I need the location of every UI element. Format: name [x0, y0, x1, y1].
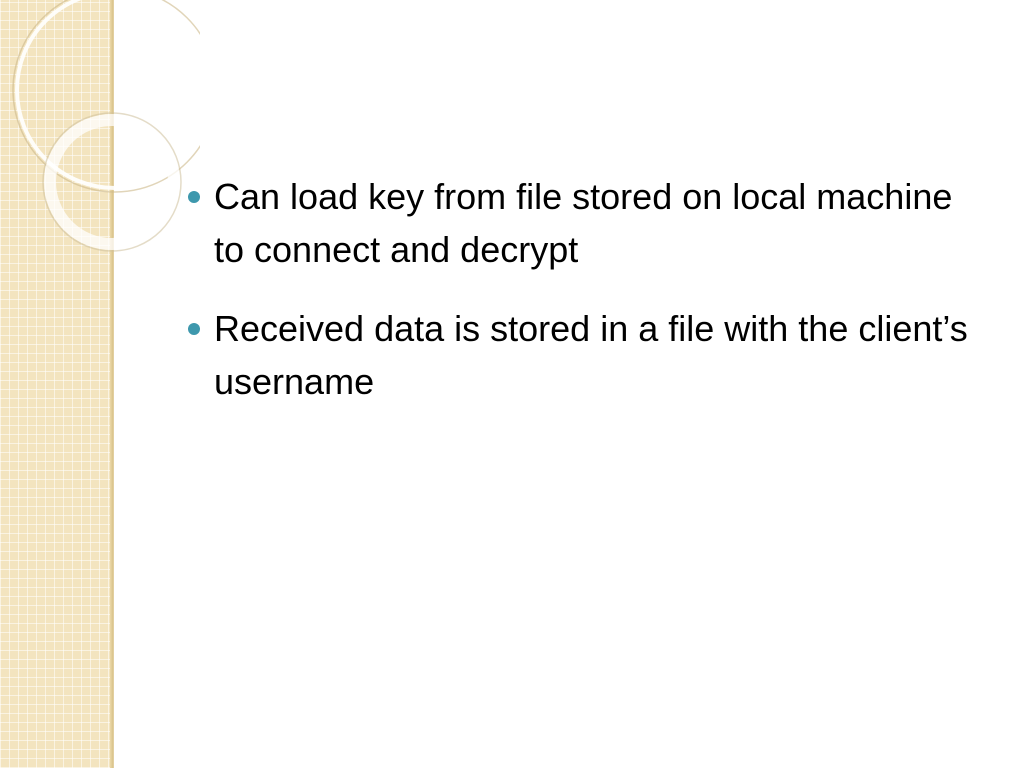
bullet-text: Can load key from file stored on local m…: [214, 176, 953, 270]
decorative-ring-small: [44, 114, 180, 250]
bullet-text: Received data is stored in a file with t…: [214, 308, 968, 402]
decorative-ring-large-outline: [12, 0, 200, 193]
bullet-list: Can load key from file stored on local m…: [185, 170, 985, 434]
bullet-dot-icon: [188, 191, 200, 203]
side-band-edge: [110, 0, 113, 768]
bullet-item: Can load key from file stored on local m…: [185, 170, 985, 276]
decorative-rings: [12, 0, 200, 252]
decorative-ring-large: [15, 0, 200, 190]
bullet-dot-icon: [188, 323, 200, 335]
decorative-ring-small-outline: [42, 112, 182, 252]
bullet-item: Received data is stored in a file with t…: [185, 302, 985, 408]
